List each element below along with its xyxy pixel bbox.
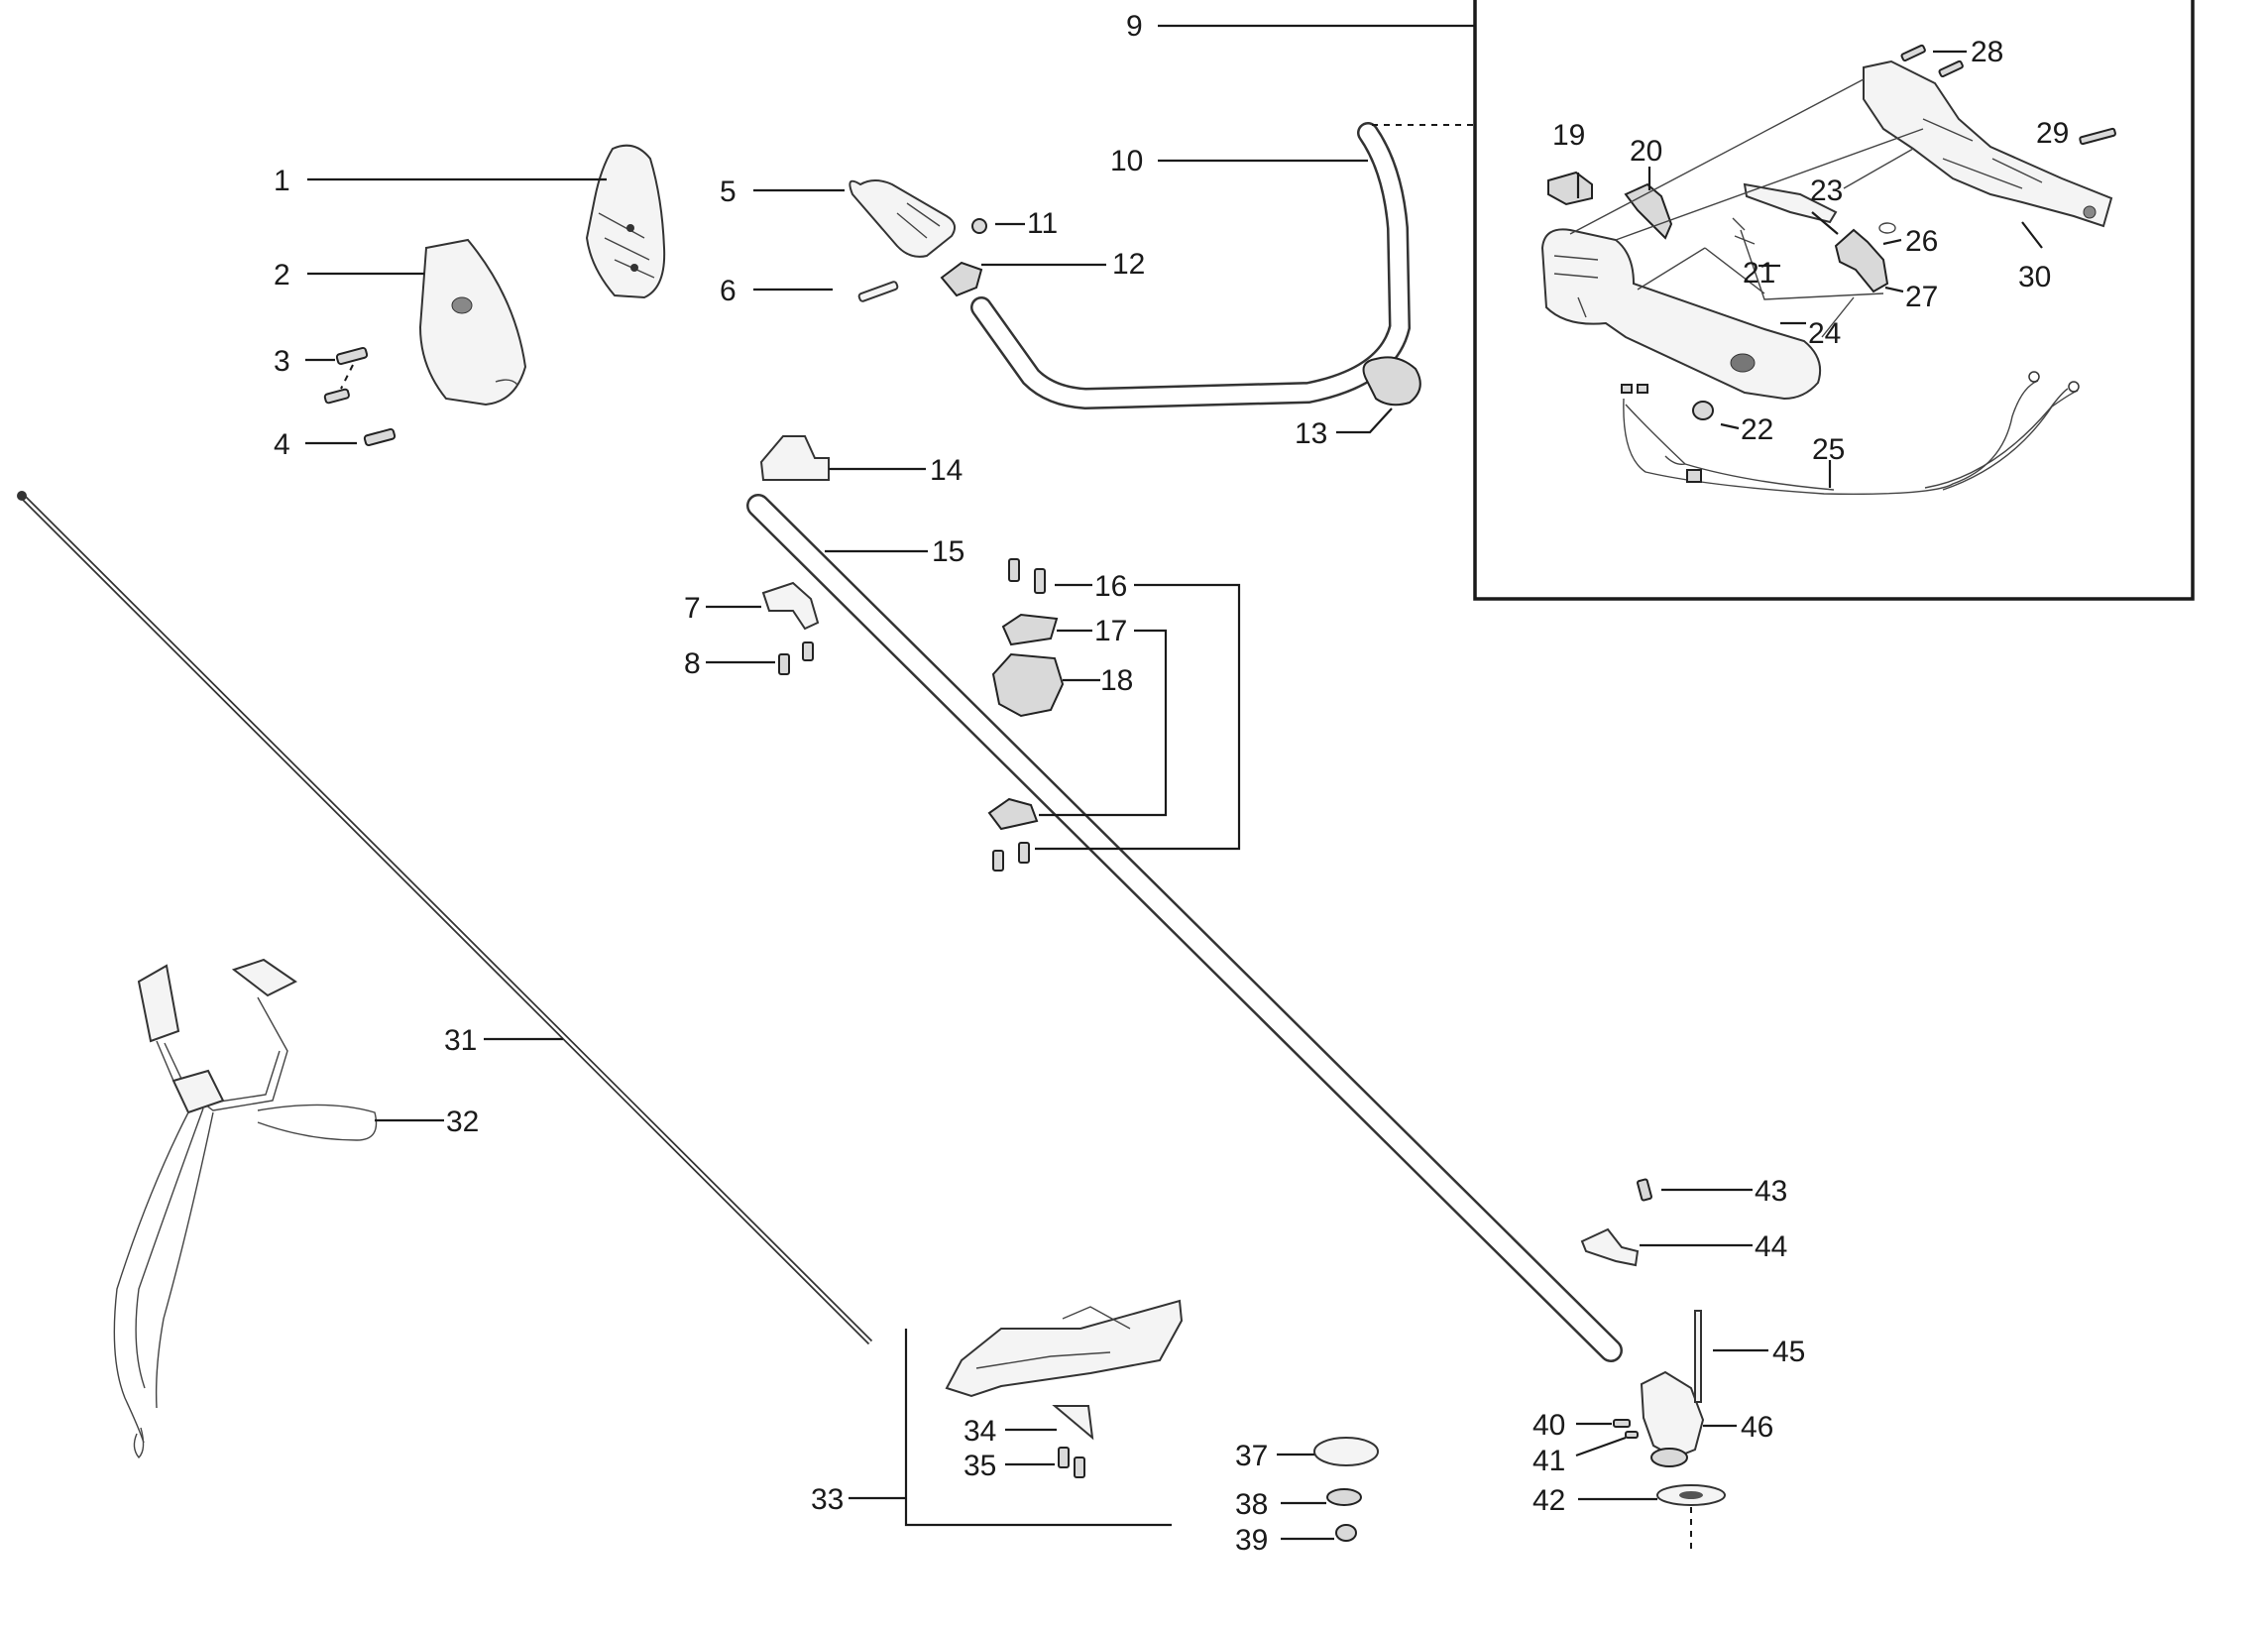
callout-34: 34 [964,1415,996,1448]
part-7-clamp [761,581,820,631]
part-43-screw [1637,1178,1652,1202]
callout-31: 31 [444,1024,477,1057]
part-22-nut [1692,401,1714,420]
callout-40: 40 [1532,1409,1565,1442]
part-6-screw [857,281,899,302]
callout-16: 16 [1094,570,1127,603]
callout-12: 12 [1112,248,1145,281]
part-14-clamp [759,435,830,481]
callout-7: 7 [684,592,701,625]
callout-29: 29 [2036,117,2069,150]
part-31-drive-shaft [17,491,873,1345]
part-24-handle-housing [1540,228,1822,401]
callout-30: 30 [2018,261,2051,293]
callout-9: 9 [1126,10,1143,43]
part-19-switch [1547,171,1593,206]
part-30-handle-cover [1863,59,2113,228]
part-32-harness [113,958,378,1459]
part-28-screws [1900,44,1964,78]
part-45-rod [1694,1310,1702,1403]
callout-5: 5 [720,175,737,208]
part-11-nut [971,218,987,234]
callout-43: 43 [1755,1175,1787,1208]
callout-10: 10 [1110,145,1143,177]
callout-17: 17 [1094,615,1127,647]
callout-41: 41 [1532,1445,1565,1477]
part-17-plate [1001,613,1059,646]
callout-1: 1 [274,165,290,197]
part-2-side-cover [418,238,527,407]
callout-21: 21 [1743,257,1775,290]
callout-22: 22 [1741,413,1773,446]
callout-26: 26 [1905,225,1938,258]
callout-32: 32 [446,1106,479,1138]
callout-28: 28 [1971,36,2003,68]
callout-15: 15 [932,535,964,568]
callout-38: 38 [1235,1488,1268,1521]
part-18-housing [991,652,1065,718]
part-40-screw [1613,1419,1631,1428]
inset-guide-lines [1366,78,1924,338]
part-13-knob [1362,356,1421,407]
callout-labels: 1 2 3 4 5 6 7 8 9 10 11 12 13 14 15 16 1… [274,10,2069,1557]
part-33-guard [945,1299,1184,1398]
part-39-nut [1335,1524,1357,1542]
part-26-spring [1878,222,1896,234]
callout-33: 33 [811,1483,844,1516]
part-1-cover [585,144,666,299]
lower-clamp-screws [992,842,1030,872]
part-29-screw [2079,127,2116,146]
part-38-cup [1326,1488,1362,1506]
callout-18: 18 [1100,664,1133,697]
callout-3: 3 [274,345,290,378]
handle-assembly-inset [1473,0,2195,601]
callout-11: 11 [1027,207,1058,240]
part-25-wiring [1621,371,2080,495]
part-27-trigger [1834,228,1889,293]
part-44-clamp [1580,1227,1640,1267]
part-35-screws [1058,1447,1085,1478]
part-46-gear-head [1640,1370,1705,1467]
callout-19: 19 [1552,119,1585,152]
leader-lines [305,24,2043,1541]
callout-46: 46 [1741,1411,1773,1444]
callout-13: 13 [1295,417,1327,450]
callout-8: 8 [684,647,701,680]
part-15-shaft-tube [746,494,1623,1362]
callout-20: 20 [1630,135,1662,168]
part-16-screws [1008,558,1046,594]
part-41-screw [1625,1431,1639,1439]
callout-42: 42 [1532,1484,1565,1517]
callout-6: 6 [720,275,737,307]
callout-45: 45 [1772,1336,1805,1368]
part-37-washer [1313,1437,1379,1466]
callout-35: 35 [964,1450,996,1482]
callout-14: 14 [930,454,963,487]
callout-25: 25 [1812,433,1845,466]
callout-27: 27 [1905,281,1938,313]
callout-23: 23 [1810,175,1843,207]
lower-clamp [987,797,1039,831]
callout-37: 37 [1235,1440,1268,1472]
callout-39: 39 [1235,1524,1268,1557]
part-42-support-cup [1656,1484,1726,1549]
part-5-handle-grip [849,179,957,258]
part-3-screws [323,346,369,405]
part-34-blade [1052,1405,1094,1441]
part-8-screws [778,641,814,675]
callout-4: 4 [274,428,290,461]
callout-44: 44 [1755,1230,1787,1263]
callout-2: 2 [274,259,290,291]
part-12-clamp [940,261,983,297]
part-4-screw [363,427,397,447]
callout-24: 24 [1808,317,1841,350]
